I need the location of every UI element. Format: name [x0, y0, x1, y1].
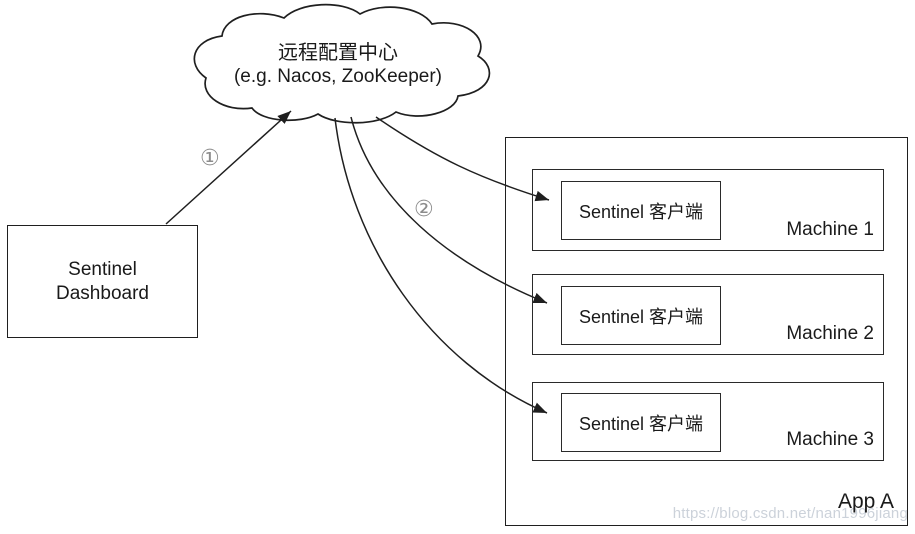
machine-3-box: Sentinel 客户端 Machine 3 [532, 382, 884, 461]
app-a-box: Sentinel 客户端 Machine 1 Sentinel 客户端 Mach… [505, 137, 908, 526]
machine-2-label: Machine 2 [786, 323, 874, 344]
watermark-text: https://blog.csdn.net/nan1996jiang [672, 505, 908, 522]
arrow-dashboard-to-cloud [165, 110, 292, 225]
remote-config-center: 远程配置中心 (e.g. Nacos, ZooKeeper) [187, 41, 489, 88]
arrow-cloud-to-machine-1 [375, 116, 550, 202]
dashboard-label-line1: Sentinel [68, 258, 137, 280]
cloud-shape [193, 3, 491, 124]
sentinel-client-label-3: Sentinel 客户端 [578, 413, 704, 434]
sentinel-client-label-2: Sentinel 客户端 [578, 306, 704, 327]
sentinel-client-box-1: Sentinel 客户端 [561, 181, 721, 240]
step-1-label: ① [200, 145, 220, 170]
sentinel-client-box-2: Sentinel 客户端 [561, 286, 721, 345]
dashboard-label-line2: Dashboard [56, 282, 149, 304]
machine-2-box: Sentinel 客户端 Machine 2 [532, 274, 884, 355]
sentinel-client-label-1: Sentinel 客户端 [578, 201, 704, 222]
machine-3-label: Machine 3 [786, 429, 874, 450]
cloud-title: 远程配置中心 [278, 42, 398, 64]
app-a-label: App A [837, 490, 894, 513]
sentinel-dashboard-box: Sentinel Dashboard [7, 225, 198, 338]
cloud-subtitle: (e.g. Nacos, ZooKeeper) [233, 66, 443, 87]
arrow-cloud-to-machine-3 [334, 117, 548, 414]
sentinel-client-box-3: Sentinel 客户端 [561, 393, 721, 452]
machine-1-box: Sentinel 客户端 Machine 1 [532, 169, 884, 251]
sentinel-dashboard-label: Sentinel Dashboard [56, 258, 149, 306]
arrow-cloud-to-machine-2 [350, 116, 548, 304]
machine-1-label: Machine 1 [786, 219, 874, 240]
step-2-label: ② [414, 196, 434, 221]
